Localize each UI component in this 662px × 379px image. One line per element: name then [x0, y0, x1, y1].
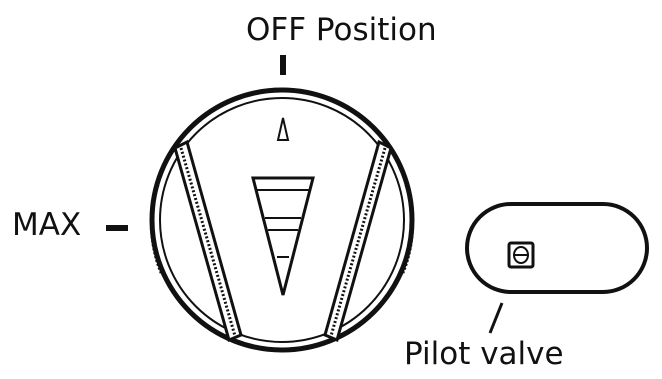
- control-knob[interactable]: [149, 87, 415, 353]
- knob-knurl-right: [400, 184, 414, 276]
- knob-pointer-icon: [276, 117, 290, 141]
- knob-grip-rib-left-texture: [179, 147, 237, 337]
- pilot-valve-leader-line: [488, 302, 504, 334]
- flame-level-indicator-icon: [251, 176, 315, 296]
- pilot-valve-label: Pilot valve: [404, 336, 564, 372]
- knob-inner-ring: [159, 97, 405, 343]
- pilot-valve-window: [465, 202, 649, 294]
- off-position-label: OFF Position: [246, 12, 437, 48]
- pilot-valve[interactable]: [465, 202, 649, 294]
- max-label: MAX: [12, 207, 82, 243]
- knob-knurl-left: [150, 184, 164, 276]
- knob-grip-rib-right-texture: [329, 147, 387, 337]
